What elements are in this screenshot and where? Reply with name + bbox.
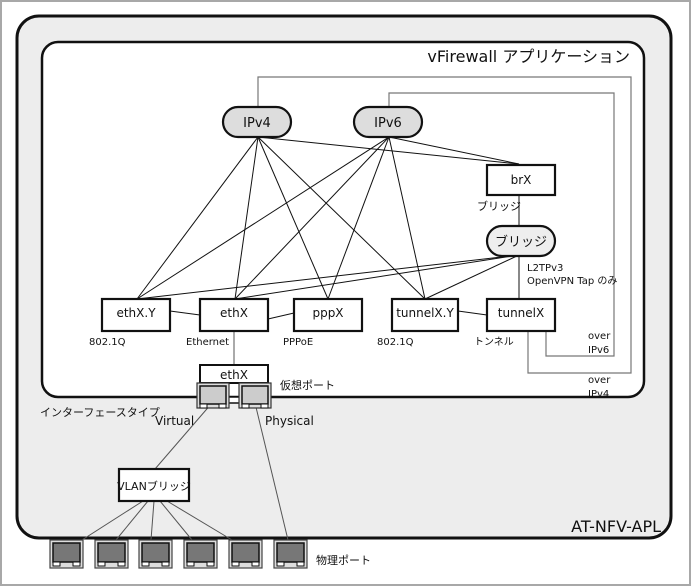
ipv4-tunnel-route bbox=[257, 76, 632, 374]
over-ipv4-2: IPv4 bbox=[588, 389, 609, 400]
interface-label: ethX bbox=[220, 306, 248, 320]
over-ipv6-2: IPv6 bbox=[588, 345, 609, 356]
virtual-port-icon bbox=[196, 382, 230, 409]
physical-port-icon bbox=[238, 382, 272, 409]
physical-port-icon bbox=[228, 539, 263, 569]
link-bridge-tunnelxy bbox=[424, 254, 520, 300]
link-vlan-port2 bbox=[115, 500, 149, 541]
interface-ethxy: ethX.Y bbox=[100, 297, 172, 333]
link-bridge-ethx bbox=[234, 254, 520, 300]
virtual-label: Virtual bbox=[155, 414, 194, 428]
virtual-port: ethX bbox=[196, 364, 272, 409]
link-ipv4-pppx bbox=[257, 136, 329, 300]
physical-label: Physical bbox=[265, 414, 314, 428]
physical-port-icon bbox=[138, 539, 173, 569]
interface-caption: Ethernet bbox=[186, 337, 229, 348]
bridge-note-2: OpenVPN Tap のみ bbox=[527, 276, 617, 287]
vlan-bridge-node: VLANブリッジ bbox=[117, 467, 191, 503]
bridge-node: ブリッジ bbox=[485, 224, 557, 258]
link-ipv6-ethxy bbox=[136, 136, 390, 300]
link-ipv6-pppx bbox=[327, 136, 390, 300]
link-ipv4-ethxy bbox=[136, 136, 259, 300]
physical-port-icon bbox=[49, 539, 84, 569]
link-ipv6-tunnelxy bbox=[388, 136, 426, 300]
link-physical-port6 bbox=[254, 402, 289, 541]
link-vlan-port1 bbox=[81, 500, 144, 541]
device-label: AT-NFV-APL bbox=[571, 517, 661, 536]
interface-caption: 802.1Q bbox=[377, 337, 414, 348]
over-ipv4-1: over bbox=[588, 375, 611, 386]
ipv4-node: IPv4 bbox=[221, 105, 293, 139]
interface-pppx: pppX bbox=[292, 297, 364, 333]
ipv6-tunnel-route bbox=[388, 92, 615, 357]
ipv6-label: IPv6 bbox=[374, 116, 402, 131]
interface-tunnelxy: tunnelX.Y bbox=[390, 297, 460, 333]
link-vlan-port5 bbox=[166, 500, 233, 541]
brx-node: brX bbox=[485, 163, 557, 197]
over-ipv6-1: over bbox=[588, 331, 611, 342]
link-ethxy-ethx bbox=[169, 310, 201, 316]
interface-caption: トンネル bbox=[474, 336, 514, 348]
virtual-port-label: ethX bbox=[220, 368, 248, 382]
link-bridge-ethxy bbox=[136, 254, 520, 300]
link-ipv4-brx bbox=[257, 136, 520, 165]
physical-ports bbox=[49, 539, 308, 569]
physical-port-icon bbox=[94, 539, 129, 569]
vlan-bridge-label: VLANブリッジ bbox=[117, 479, 191, 493]
interface-label: ethX.Y bbox=[116, 306, 156, 320]
link-ipv4-ethx bbox=[234, 136, 259, 300]
ipv4-label: IPv4 bbox=[243, 116, 271, 131]
link-tunnelxy-tunnelx bbox=[457, 310, 488, 316]
link-ipv4-tunnelxy bbox=[257, 136, 426, 300]
link-virtual-vlan bbox=[154, 402, 213, 470]
physical-ports-label: 物理ポート bbox=[316, 553, 371, 567]
brx-caption: ブリッジ bbox=[477, 199, 521, 213]
link-ipv6-ethx bbox=[234, 136, 390, 300]
physical-port-icon bbox=[273, 539, 308, 569]
link-ipv6-brx bbox=[388, 136, 520, 165]
link-ethx-pppx bbox=[267, 312, 295, 320]
interface-tunnelx: tunnelX bbox=[485, 297, 557, 333]
interface-ethx: ethX bbox=[198, 297, 270, 333]
interface-type-label: インターフェースタイプ bbox=[40, 406, 160, 419]
virtual-port-caption: 仮想ポート bbox=[280, 378, 335, 392]
bridge-label: ブリッジ bbox=[495, 234, 547, 250]
interface-label: tunnelX.Y bbox=[396, 306, 454, 320]
link-vlan-port4 bbox=[159, 500, 193, 541]
brx-label: brX bbox=[511, 173, 532, 187]
interface-caption: 802.1Q bbox=[89, 337, 126, 348]
app-label: vFirewall アプリケーション bbox=[427, 47, 630, 66]
ipv6-node: IPv6 bbox=[352, 105, 424, 139]
link-vlan-port3 bbox=[150, 500, 155, 541]
bridge-note-1: L2TPv3 bbox=[527, 263, 563, 274]
physical-port-icon bbox=[183, 539, 218, 569]
interface-caption: PPPoE bbox=[283, 337, 313, 348]
interface-label: tunnelX bbox=[498, 306, 544, 320]
interface-label: pppX bbox=[312, 306, 343, 320]
connections bbox=[136, 136, 520, 320]
